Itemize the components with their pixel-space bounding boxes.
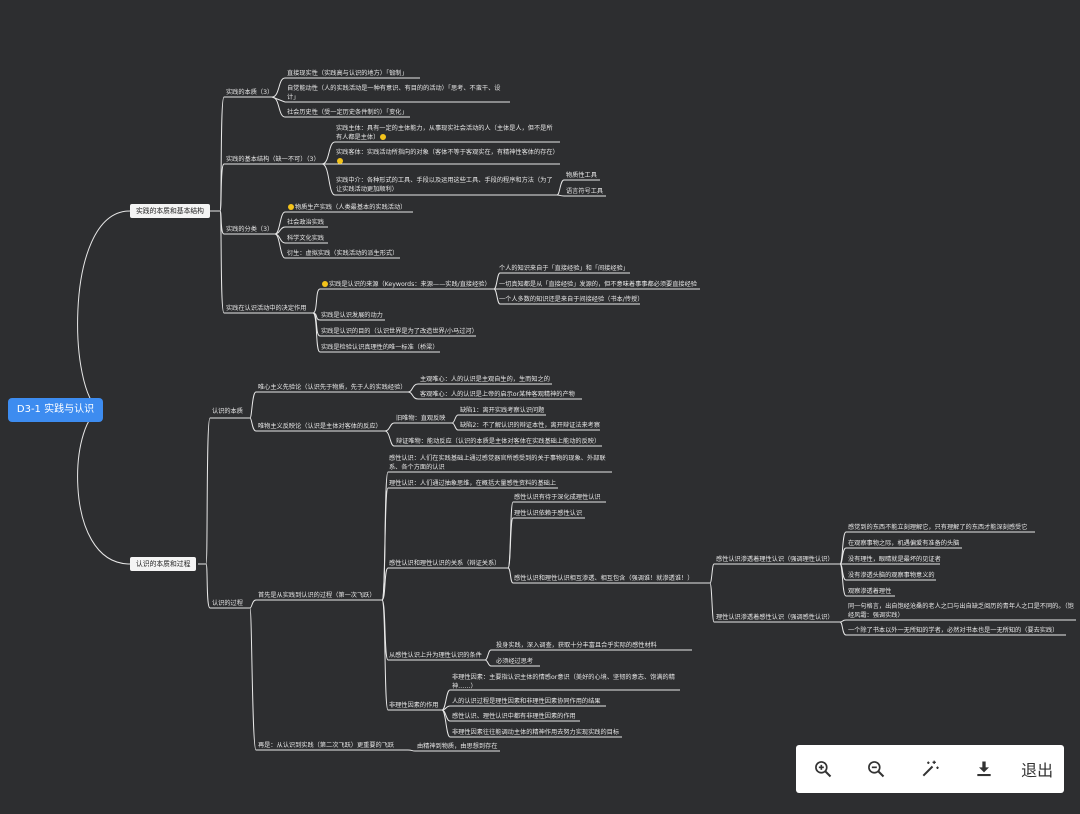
topic-practice-structure[interactable]: 实践的基本结构（缺一不可）（3） [226, 156, 320, 163]
topic-must-think[interactable]: 必须经过思考 [496, 658, 534, 665]
topic-practice-essence[interactable]: 实践的本质（3） [226, 89, 274, 96]
topic-quote-observation-meaning[interactable]: 没有渗透头脑的观察事物意义的 [848, 572, 935, 579]
magic-wand-icon [922, 760, 939, 777]
topic-social-history[interactable]: 社会历史性（受一定历史条件制约）「变化」 [287, 109, 408, 116]
branch-cognition-essence[interactable]: 认识的本质和过程 [130, 557, 197, 571]
topic-ascend-conditions[interactable]: 从感性认识上升为理性认识的条件 [389, 652, 482, 659]
topic-quote-old-man-maxim[interactable]: 同一句格言，出自饱经沧桑的老人之口与出自缺乏阅历的青年人之口是不同的。（饱经风霜… [848, 603, 1074, 619]
topic-mobilize-spirit[interactable]: 非理性因素往往能调动主体的精神作用去努力实现实践的目标 [452, 729, 620, 736]
root-topic[interactable]: D3-1 实践与认识 [8, 398, 103, 422]
star-emoji-icon [322, 281, 328, 287]
topic-direct-reality[interactable]: 直接现实性（实践高与认识的地方）「锻制」 [287, 70, 408, 77]
topic-quote-prepared-mind[interactable]: 在观察事物之际，机遇偏爱有准备的头脑 [848, 540, 960, 547]
topic-idealist-apriorism[interactable]: 唯心主义先验论（认识先于物质，先于人的实践经验） [258, 384, 407, 391]
topic-science-culture[interactable]: 科学文化实践 [287, 235, 325, 242]
topic-practice-subject[interactable]: 实践主体：具有一定的主体能力，从事现实社会活动的人（主体是人，但不是所有人都是主… [336, 125, 553, 141]
topic-material-production[interactable]: 物质生产实践（人类最基本的实践活动） [287, 203, 406, 212]
download-icon [976, 761, 991, 777]
topic-rational-cognition[interactable]: 理性认识：人们通过抽象思维，在概括大量感性资料的基础上 [389, 480, 557, 487]
topic-subjective-idealism[interactable]: 主观唯心：人的认识是主观自生的，生而知之的 [420, 376, 550, 383]
topic-cooperation-result[interactable]: 人的认识过程是理性因素和非理性因素协同作用的结果 [452, 698, 601, 705]
topic-practice-purpose[interactable]: 实践是认识的目的（认识世界是为了改造世界/小马过河） [321, 328, 478, 335]
smile-emoji-icon [380, 134, 387, 140]
topic-objective-idealism[interactable]: 客观唯心：人的认识是上帝的启示or某种客观精神的产物 [420, 391, 575, 398]
topic-true-knowledge-origin[interactable]: 一切真知都是从「直接经验」发源的，但不意味着事事都必须要直接经验 [499, 281, 697, 288]
zoom-out-icon [868, 761, 885, 778]
zoom-in-button[interactable] [805, 751, 841, 787]
bottom-toolbar: 退出 [796, 745, 1064, 793]
topic-indirect-knowledge[interactable]: 一个人多数的知识还是来自于间接经验（书本/传授） [499, 296, 644, 303]
topic-practice-standard[interactable]: 实践是检验认识真理性的唯一标准（桥梁） [321, 344, 439, 351]
topic-cognition-process[interactable]: 认识的过程 [212, 600, 243, 607]
topic-defect-2[interactable]: 缺陷2：不了解认识的辩证本性，离开辩证法来考察 [460, 422, 601, 429]
magic-wand-button[interactable] [912, 751, 948, 787]
topic-quote-understand[interactable]: 感觉到的东西不能立刻理解它，只有理解了的东西才能深刻感受它 [848, 524, 1028, 531]
topic-language-tool[interactable]: 语言符号工具 [566, 188, 604, 195]
topic-materialist-reflection[interactable]: 唯物主义反映论（认识是主体对客体的反应） [258, 423, 382, 430]
topic-dialectical-materialism[interactable]: 辩证唯物：能动反应（认识的本质是主体对客体在实践基础上能动的反映） [396, 438, 601, 445]
zoom-out-button[interactable] [858, 751, 894, 787]
topic-rational-permeated[interactable]: 理性认识渗透着感性认识（强调感性认识） [716, 614, 834, 621]
topic-quote-bad-witness[interactable]: 没有理性，眼睛就是最坏的见证者 [848, 556, 941, 563]
topic-spirit-to-matter[interactable]: 由精神到物质，由思想到存在 [417, 743, 498, 750]
topic-quote-observation-rational[interactable]: 观察渗透着理性 [848, 588, 892, 595]
topic-cognition-essence[interactable]: 认识的本质 [212, 408, 243, 415]
topic-engage-practice[interactable]: 投身实践，深入调查，获取十分丰富且合乎实际的感性材料 [496, 642, 657, 649]
topic-direct-indirect-experience[interactable]: 个人的知识来自于「直接经验」和「间接经验」 [499, 265, 629, 272]
topic-practice-types[interactable]: 实践的分类（3） [226, 226, 274, 233]
star-emoji-icon [288, 204, 294, 210]
topic-quote-scholar-books[interactable]: 一个除了书本以外一无所知的学者，必然对书本也是一无所知的（要去实践） [848, 627, 1059, 634]
topic-practice-object[interactable]: 实践客体：实践活动所指向的对象（客体不等于客观实在，有精神性客体的存在） [336, 148, 559, 166]
topic-perceptual-permeated[interactable]: 感性认识渗透着理性认识（强调理性认识） [716, 556, 834, 563]
topic-material-tool[interactable]: 物质性工具 [566, 172, 597, 179]
zoom-in-icon [814, 761, 832, 778]
topic-mutual-permeation[interactable]: 感性认识和理性认识相互渗透、相互包含（强调谁！就渗透谁！） [514, 575, 694, 582]
topic-irrational-definition[interactable]: 非理性因素：主要指认识主体的情感or意识（美好的心境、坚韧的意志、饱满的精神……… [452, 674, 675, 690]
topic-perceptual-rational-relation[interactable]: 感性认识和理性认识的关系（辩证关系） [389, 560, 501, 567]
exit-button[interactable]: 退出 [1021, 761, 1054, 780]
smile-emoji-icon [337, 158, 343, 164]
topic-rational-depends-perceptual[interactable]: 理性认识依赖于感性认识 [514, 510, 583, 517]
topic-first-leap[interactable]: 首先是从实践到认识的过程（第一次飞跃） [258, 592, 376, 599]
topic-practice-medium[interactable]: 实践中介：各种形式的工具、手段以及运用这些工具、手段的程序和方法（为了让实践活动… [336, 177, 553, 193]
topic-practice-source[interactable]: 实践是认识的来源（Keywords：来源——实践/直接经验） [321, 280, 491, 289]
topic-conscious-initiative[interactable]: 自觉能动性（人的实践活动是一种有意识、有目的的活动）「思考、不蛮干、设计」 [287, 85, 501, 101]
topic-social-politics[interactable]: 社会政治实践 [287, 219, 325, 226]
topic-old-materialism[interactable]: 旧唯物：直观反映 [396, 415, 446, 422]
topic-perceptual-cognition[interactable]: 感性认识：人们在实践基础上通过感觉器官所感受到的关于事物的现象、外部联系、各个方… [389, 455, 606, 471]
topic-virtual-practice[interactable]: 衍生：虚拟实践（实践活动的派生形式） [287, 250, 399, 257]
topic-practice-driver[interactable]: 实践是认识发展的动力 [321, 312, 383, 319]
topic-both-have-irrational[interactable]: 感性认识、理性认识中都有非理性因素的作用 [452, 713, 576, 720]
topic-defect-1[interactable]: 缺陷1：离开实践考察认识问题 [460, 407, 545, 414]
branch-practice-essence[interactable]: 实践的本质和基本结构 [130, 204, 210, 218]
topic-deepen-to-rational[interactable]: 感性认识有待于深化成理性认识 [514, 494, 601, 501]
topic-practice-decisive-role[interactable]: 实践在认识活动中的决定作用 [226, 305, 307, 312]
topic-irrational-factors[interactable]: 非理性因素的作用 [389, 702, 439, 709]
download-button[interactable] [966, 751, 1002, 787]
topic-second-leap[interactable]: 再是：从认识到实践（第二次飞跃）更重要的飞跃 [258, 742, 395, 749]
